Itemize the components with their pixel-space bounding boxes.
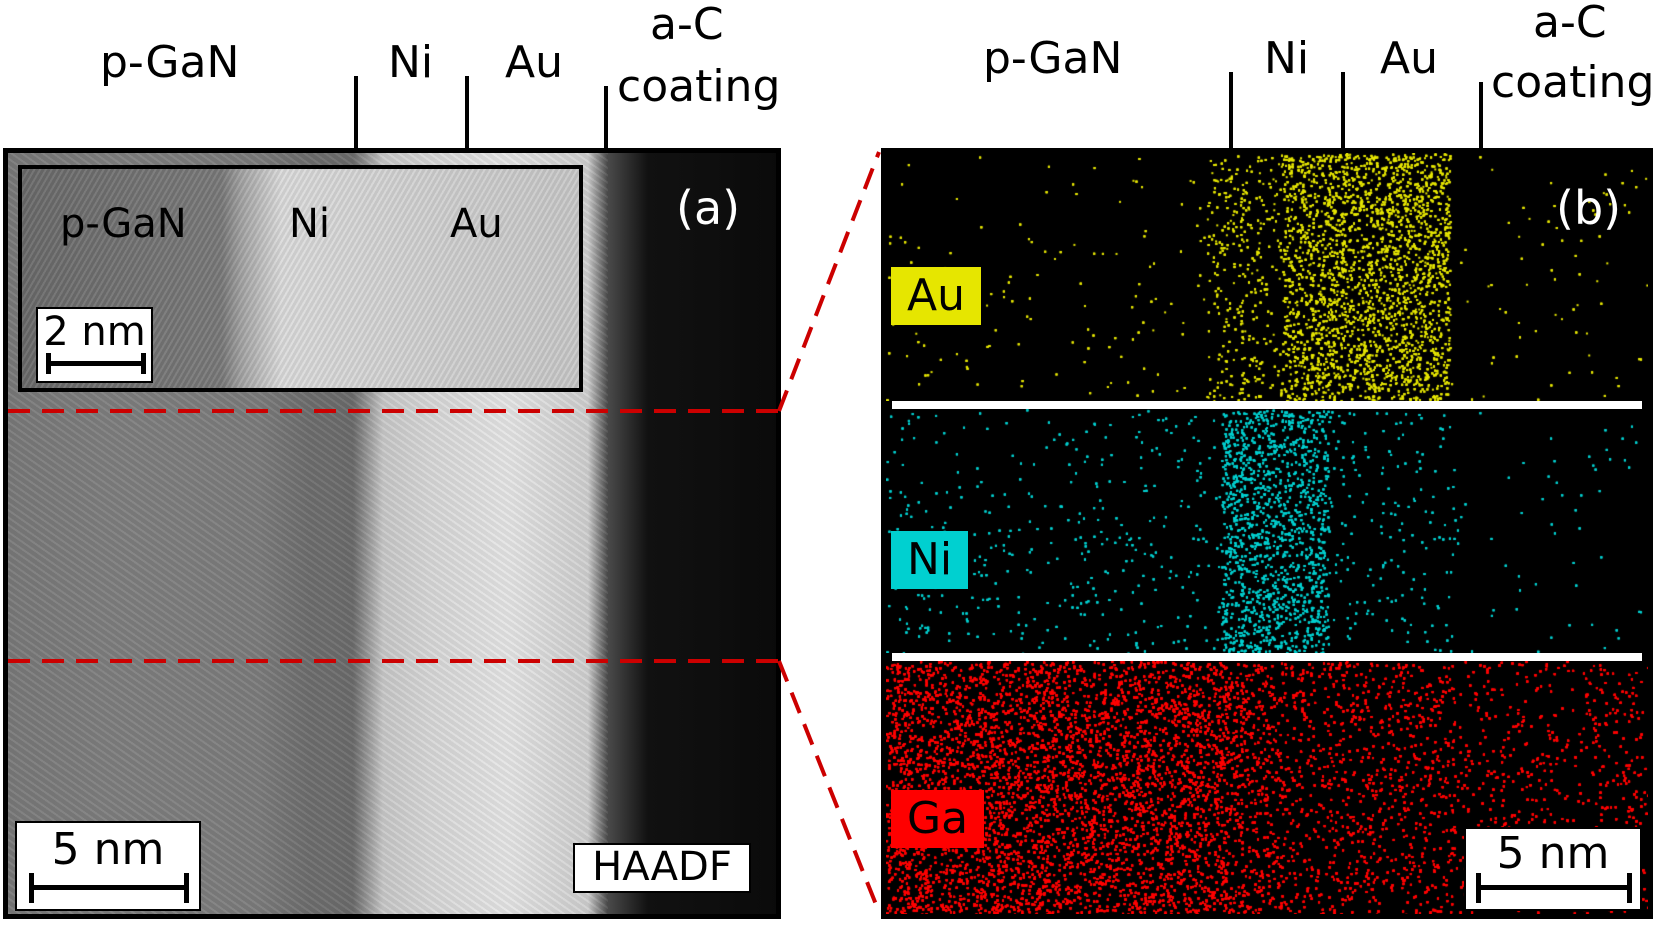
- haadf-image-panel: p-GaN Ni Au 2 nm (a) 5 nm HAADF: [3, 148, 781, 919]
- map-separator-1: [892, 401, 1642, 409]
- zoom-line-upper: [777, 151, 881, 412]
- inset-au-label: Au: [450, 201, 503, 247]
- header-a-au-label: Au: [505, 37, 563, 88]
- header-a-tick-pgan-ni: [354, 76, 358, 148]
- inset-scale-bar-box: 2 nm: [36, 307, 153, 383]
- header-b-au-label: Au: [1380, 33, 1438, 84]
- inset-ni-label: Ni: [289, 201, 331, 247]
- scale-bar-a: [29, 885, 189, 890]
- inset-scale-cap-right: [141, 353, 146, 374]
- inset-pgan-label: p-GaN: [60, 201, 187, 247]
- header-a-tick-ni-au: [465, 76, 469, 148]
- header-b-ac-line2: coating: [1491, 57, 1655, 108]
- inset-zoom-image: p-GaN Ni Au 2 nm: [18, 165, 583, 392]
- ni-element-label: Ni: [891, 531, 969, 589]
- scale-bar-box-b: 5 nm: [1464, 827, 1642, 911]
- header-a-ac-line2: coating: [617, 61, 781, 112]
- scale-bar-box-a: 5 nm: [15, 821, 201, 911]
- map-separator-2: [892, 653, 1642, 661]
- scale-label-b: 5 nm: [1496, 828, 1610, 879]
- zoom-line-lower: [777, 660, 881, 913]
- scale-cap-a-left: [29, 873, 34, 903]
- au-map: [886, 153, 1648, 401]
- header-b-ac-line1: a-C: [1533, 0, 1607, 48]
- scale-bar-b: [1476, 885, 1632, 890]
- ga-element-label: Ga: [891, 790, 985, 848]
- detector-label: HAADF: [573, 843, 751, 893]
- scale-label-a: 5 nm: [51, 824, 165, 875]
- scale-cap-b-right: [1627, 873, 1632, 903]
- scale-cap-b-left: [1476, 873, 1481, 903]
- header-b-pgan-label: p-GaN: [983, 33, 1123, 84]
- header-b-tick-ni-au: [1341, 72, 1345, 148]
- header-b-tick-au-ac: [1479, 82, 1483, 148]
- scale-cap-a-right: [184, 873, 189, 903]
- header-b-ni-label: Ni: [1264, 33, 1310, 84]
- panel-a-letter: (a): [676, 181, 741, 235]
- au-element-label: Au: [891, 267, 981, 325]
- header-b-tick-pgan-ni: [1229, 72, 1233, 148]
- ni-map: [886, 409, 1648, 653]
- edx-maps-panel: (b) Au Ni Ga 5 nm: [881, 148, 1653, 919]
- inset-scale-bar: [46, 361, 146, 366]
- inset-scale-label: 2 nm: [43, 309, 146, 355]
- header-a-tick-au-ac: [604, 86, 608, 148]
- header-a-ni-label: Ni: [388, 37, 434, 88]
- header-a-pgan-label: p-GaN: [100, 37, 240, 88]
- panel-b-letter: (b): [1556, 181, 1622, 235]
- inset-scale-cap-left: [46, 353, 51, 374]
- header-a-ac-line1: a-C: [650, 0, 724, 50]
